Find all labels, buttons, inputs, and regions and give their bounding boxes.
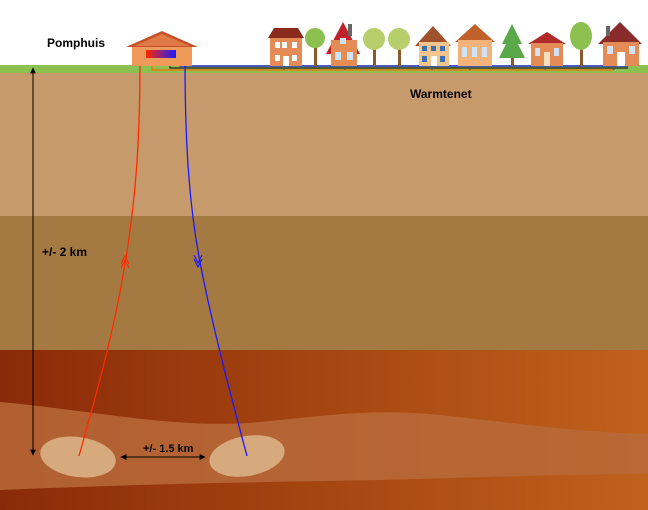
pump-house-icon (126, 31, 198, 66)
reservoir-band (0, 402, 648, 490)
tree-icon (363, 28, 385, 66)
layer-top-soil (0, 72, 648, 218)
production-well (78, 59, 141, 457)
house-icon (415, 26, 451, 66)
tree-icon (570, 22, 592, 66)
flow-up-arrow-icon (120, 254, 130, 269)
layer-middle (0, 216, 648, 352)
production-aquifer-pocket (40, 436, 116, 478)
house-icon (268, 28, 304, 66)
tree-icon (499, 24, 525, 66)
heat-network-label: Warmtenet (410, 87, 472, 101)
house-icon (598, 22, 642, 66)
grass (0, 65, 648, 73)
pump-house-label: Pomphuis (47, 36, 106, 50)
depth-label: +/- 2 km (42, 245, 88, 259)
tree-icon (388, 28, 410, 66)
house-icon (528, 32, 566, 66)
house-icon (326, 22, 360, 66)
flow-down-arrow-icon (193, 254, 203, 269)
tree-icon (305, 28, 325, 66)
well-distance-label: +/- 1.5 km (143, 443, 194, 455)
house-icon (455, 24, 495, 66)
